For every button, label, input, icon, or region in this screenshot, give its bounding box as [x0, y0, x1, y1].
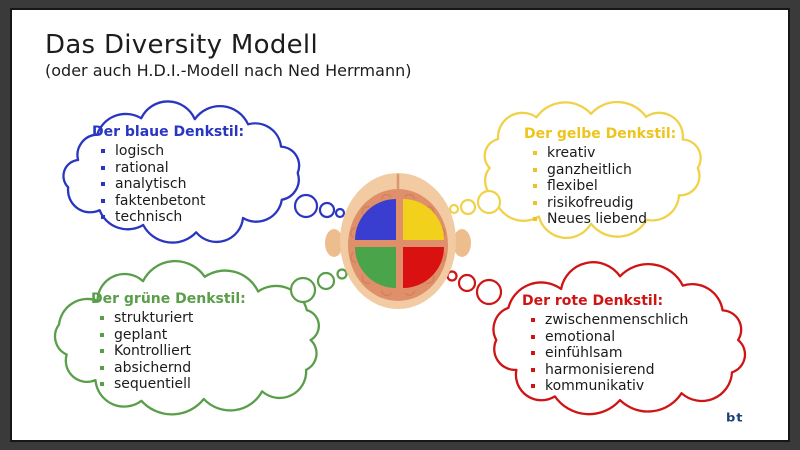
bullet-square-icon	[101, 198, 105, 203]
list-item: kommunikativ	[522, 378, 752, 395]
list-item-label: zwischenmenschlich	[545, 312, 689, 328]
list-item-label: emotional	[545, 328, 616, 345]
cloud-green-title: Der grüne Denkstil:	[91, 291, 246, 307]
cloud-yellow-title: Der gelbe Denkstil:	[524, 126, 677, 142]
list-item: emotional	[522, 329, 752, 346]
bullet-square-icon	[100, 316, 104, 321]
cloud-red-list: zwischenmenschlich emotional einfühlsam …	[522, 312, 752, 395]
list-item: harmonisierend	[522, 362, 752, 379]
list-item: analytisch	[92, 176, 322, 193]
list-item-label: analytisch	[115, 176, 187, 192]
cloud-green-text: Der grüne Denkstil: strukturiert geplant…	[91, 291, 321, 393]
bullet-square-icon	[100, 332, 104, 337]
list-item: geplant	[91, 327, 321, 344]
bullet-square-icon	[533, 184, 537, 189]
thought-bubbles-red	[446, 270, 503, 306]
page-title: Das Diversity Modell	[45, 30, 318, 60]
bullet-square-icon	[531, 318, 535, 323]
thought-bubbles-blue	[293, 193, 346, 219]
list-item-label: rational	[115, 159, 169, 176]
bullet-square-icon	[531, 351, 535, 356]
cloud-yellow-text: Der gelbe Denkstil: kreativ ganzheitlich…	[524, 126, 754, 228]
page-subtitle: (oder auch H.D.I.-Modell nach Ned Herrma…	[45, 61, 412, 80]
brain-quadrant-yellow	[403, 199, 444, 240]
right-ear	[453, 229, 471, 257]
list-item: absichernd	[91, 360, 321, 377]
cloud-outline-blue	[62, 100, 301, 244]
thought-bubbles-green	[289, 268, 348, 304]
list-item: zwischenmenschlich	[522, 312, 752, 329]
list-item: strukturiert	[91, 310, 321, 327]
list-item-label: Kontrolliert	[114, 343, 191, 359]
left-ear	[325, 229, 343, 257]
bullet-square-icon	[533, 167, 537, 172]
bullet-square-icon	[101, 165, 105, 170]
list-item: Neues liebend	[524, 211, 754, 228]
list-item-label: ganzheitlich	[547, 161, 632, 178]
bullet-square-icon	[531, 367, 535, 372]
cloud-green-list: strukturiert geplant Kontrolliert absich…	[91, 310, 321, 393]
cloud-outline-yellow	[483, 100, 702, 240]
list-item: faktenbetont	[92, 193, 322, 210]
list-item-label: logisch	[115, 143, 165, 159]
list-item-label: flexibel	[547, 178, 598, 194]
list-item: rational	[92, 160, 322, 177]
list-item-label: harmonisierend	[545, 361, 655, 378]
brain-quadrant-blue	[355, 199, 396, 240]
bullet-square-icon	[101, 215, 105, 220]
bullet-square-icon	[531, 384, 535, 389]
brain-icon	[325, 173, 471, 309]
bullet-square-icon	[101, 182, 105, 187]
list-item-label: risikofreudig	[547, 194, 634, 211]
cloud-blue-title: Der blaue Denkstil:	[92, 124, 245, 140]
bullet-square-icon	[533, 217, 537, 222]
brain-quadrant-red	[403, 247, 444, 288]
list-item: risikofreudig	[524, 195, 754, 212]
cloud-blue-text: Der blaue Denkstil: logisch rational ana…	[92, 124, 322, 226]
list-item-label: kreativ	[547, 145, 596, 161]
list-item-label: absichernd	[114, 359, 192, 376]
thought-bubbles-yellow	[448, 189, 502, 216]
cortex	[348, 189, 448, 301]
bullet-square-icon	[100, 382, 104, 387]
cloud-outline-red	[492, 261, 747, 416]
list-item: einfühlsam	[522, 345, 752, 362]
list-item: kreativ	[524, 145, 754, 162]
bullet-square-icon	[100, 349, 104, 354]
bullet-square-icon	[101, 149, 105, 154]
list-item-label: Neues liebend	[547, 211, 647, 227]
list-item-label: sequentiell	[114, 376, 191, 392]
brand-logo: bt	[726, 411, 744, 426]
list-item-label: einfühlsam	[545, 345, 623, 361]
list-item-label: strukturiert	[114, 310, 194, 326]
cloud-blue-list: logisch rational analytisch faktenbetont	[92, 143, 322, 226]
cloud-red-text: Der rote Denkstil: zwischenmenschlich em…	[522, 293, 752, 395]
cloud-outline-green	[53, 260, 320, 416]
bullet-square-icon	[533, 151, 537, 156]
list-item: sequentiell	[91, 376, 321, 393]
list-item: logisch	[92, 143, 322, 160]
list-item: ganzheitlich	[524, 162, 754, 179]
list-item: technisch	[92, 209, 322, 226]
list-item: flexibel	[524, 178, 754, 195]
bullet-square-icon	[100, 365, 104, 370]
list-item-label: technisch	[115, 209, 183, 225]
list-item-label: geplant	[114, 326, 168, 343]
bullet-square-icon	[533, 200, 537, 205]
cloud-red-title: Der rote Denkstil:	[522, 293, 664, 309]
cloud-yellow-list: kreativ ganzheitlich flexibel risikofreu…	[524, 145, 754, 228]
list-item-label: faktenbetont	[115, 192, 206, 209]
list-item: Kontrolliert	[91, 343, 321, 360]
bullet-square-icon	[531, 334, 535, 339]
brain-quadrant-green	[355, 247, 396, 288]
list-item-label: kommunikativ	[545, 378, 645, 394]
cortex-texture	[350, 193, 446, 297]
